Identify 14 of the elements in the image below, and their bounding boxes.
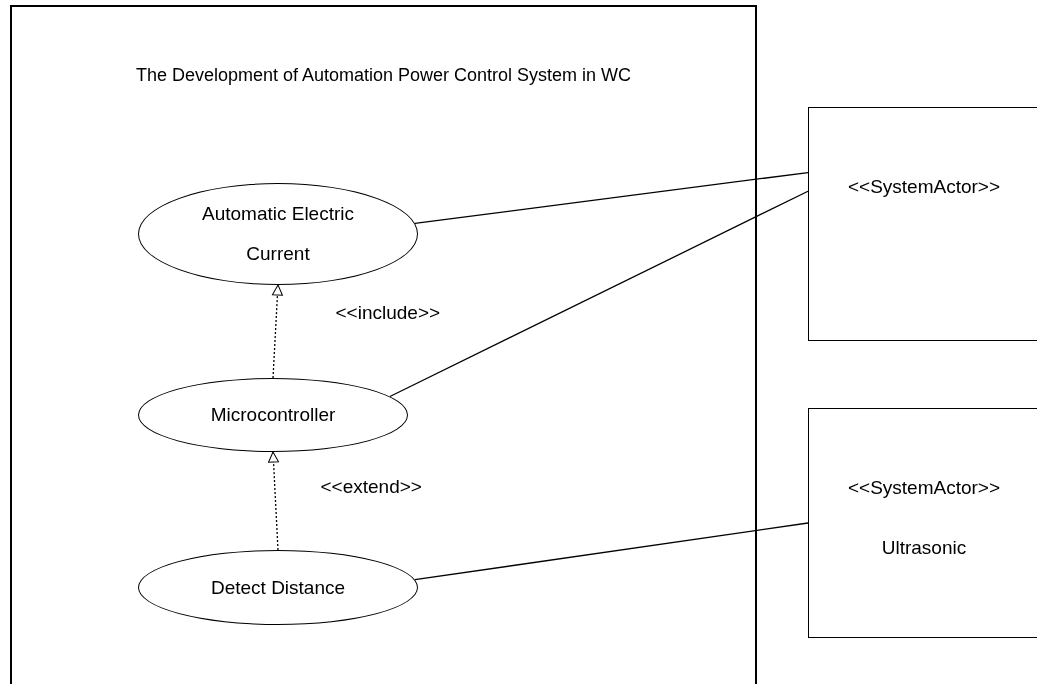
dependency-arrow	[268, 451, 279, 551]
use-case-label: Microcontroller	[209, 403, 337, 427]
actor-box	[808, 408, 1037, 638]
system-title: The Development of Automation Power Control System in WC	[134, 65, 633, 86]
association-line	[414, 522, 809, 581]
stereotype-label: <<SystemActor>>	[846, 477, 1002, 499]
actor-box	[808, 107, 1037, 341]
use-case-label: Detect Distance	[209, 575, 347, 600]
actor-name: Ultrasonic	[880, 537, 968, 559]
association-line	[414, 171, 809, 225]
stereotype-label: <<SystemActor>>	[846, 176, 1002, 198]
association-line	[389, 190, 809, 398]
use-case-label: Automatic Electric Current	[200, 202, 355, 266]
dependency-arrow	[271, 284, 283, 379]
